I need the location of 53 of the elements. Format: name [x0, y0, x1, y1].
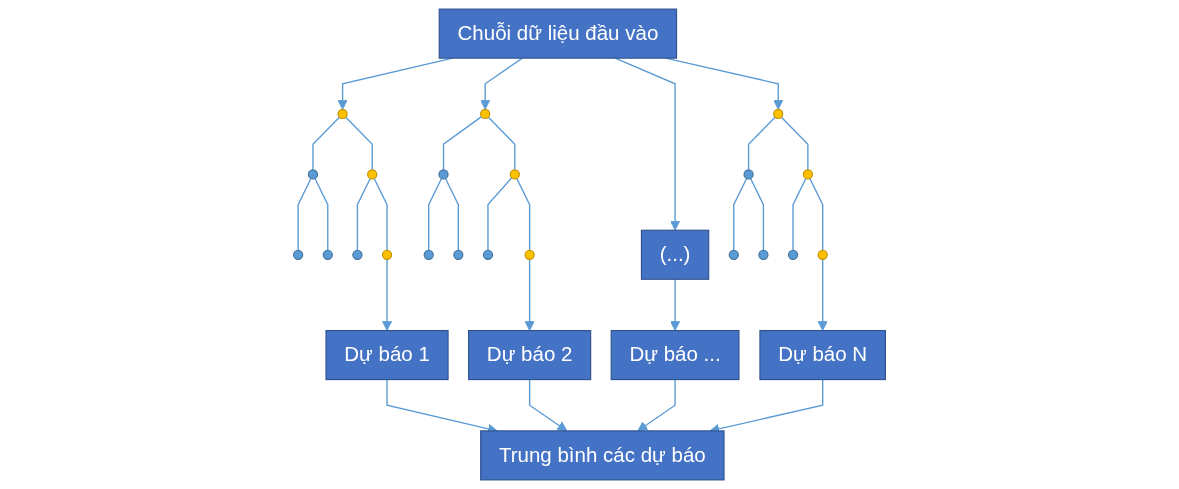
connector	[373, 177, 388, 251]
node-circle	[423, 249, 434, 260]
connector	[356, 177, 371, 251]
connector	[312, 116, 341, 171]
connector	[780, 116, 809, 171]
connector	[345, 116, 373, 171]
connector	[747, 116, 776, 171]
node-box: Chuỗi dữ liệu đầu vào	[438, 8, 678, 59]
node-box: Dự báo N	[759, 330, 886, 381]
node-circle	[773, 108, 784, 120]
node-circle	[728, 249, 739, 260]
node-circle	[438, 169, 449, 180]
arrow	[670, 278, 681, 331]
connector	[428, 177, 443, 251]
arrow	[528, 378, 568, 432]
node-circle	[480, 108, 491, 120]
connector	[442, 115, 483, 171]
connector	[444, 177, 460, 251]
node-circle	[743, 169, 754, 180]
node-circle	[524, 249, 535, 260]
node-circle	[453, 249, 464, 260]
connector	[297, 177, 312, 251]
connector	[487, 177, 513, 251]
connector	[749, 177, 765, 251]
arrow	[524, 258, 535, 331]
connector	[792, 177, 807, 251]
node-circle	[293, 249, 304, 260]
node-circle	[322, 249, 333, 260]
node-circle	[307, 169, 319, 180]
node-circle	[802, 169, 813, 180]
arrow	[480, 57, 524, 110]
node-circle	[758, 249, 769, 260]
node-box: Dự báo 1	[325, 330, 449, 381]
node-circle	[337, 108, 348, 120]
node-box: Dự báo ...	[610, 330, 740, 381]
node-box: (...)	[640, 229, 710, 280]
node-box: Trung bình các dự báo	[480, 430, 725, 481]
node-box: Dự báo 2	[468, 330, 592, 381]
arrow	[382, 258, 393, 331]
connector	[733, 177, 748, 251]
arrow	[817, 258, 828, 331]
node-circle	[787, 249, 799, 260]
node-circle	[509, 169, 520, 180]
connector	[516, 177, 531, 251]
arrow	[637, 378, 676, 432]
node-circle	[352, 249, 363, 260]
connector	[487, 116, 516, 171]
connector	[809, 177, 824, 251]
node-circle	[817, 249, 828, 260]
node-circle	[367, 169, 378, 180]
connector	[314, 177, 329, 251]
node-circle	[482, 249, 494, 260]
node-circle	[381, 249, 393, 260]
